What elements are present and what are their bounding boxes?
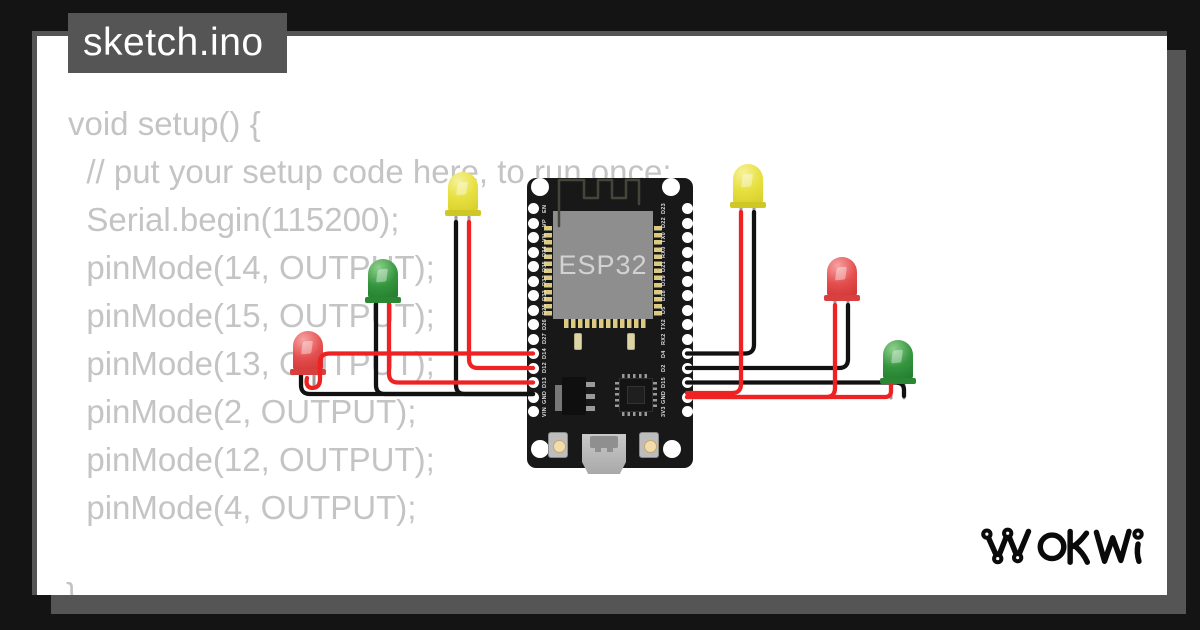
pin-hole-right-d23 (681, 203, 693, 214)
mount-hole (531, 440, 549, 458)
led-red-right (824, 257, 860, 301)
pin-hole-left-d14 (527, 348, 539, 359)
pin-label: VIN (542, 406, 548, 417)
pin-hole-right-gnd (681, 391, 693, 403)
wokwi-logo (981, 527, 1144, 565)
pin-hole-left-d34 (527, 246, 539, 258)
pin-hole-right-tx2 (681, 319, 693, 330)
micro-usb-pin (595, 448, 601, 452)
pin-hole-left-d27 (527, 333, 539, 345)
regulator-leg (586, 394, 595, 399)
pin-hole-right-d15 (681, 377, 693, 388)
code-line: pinMode(4, OUTPUT); (68, 489, 417, 526)
logo-letter-k (1067, 528, 1091, 565)
pin-hole-right-d2 (681, 362, 693, 374)
pin-hole-left-d26 (527, 319, 539, 330)
pin-hole-left-vin (527, 406, 539, 417)
code-line: pinMode(2, OUTPUT); (68, 393, 417, 430)
code-line-clipped: } (66, 578, 126, 595)
esp32-module-label: ESP32 (558, 249, 648, 280)
voltage-regulator (562, 377, 586, 415)
pin-hole-right-d21 (681, 261, 693, 272)
module-pins-left (544, 226, 552, 318)
pin-label: 3V3 (661, 406, 667, 417)
logo-node (1002, 527, 1014, 539)
usb-uart-chip-die (627, 386, 645, 404)
pin-hole-right-d4 (681, 348, 693, 359)
sketch-title-tab: sketch.ino (68, 13, 287, 73)
regulator-leg (586, 406, 595, 411)
code-line: Serial.begin(115200); (68, 201, 400, 238)
pin-hole-left-d33 (527, 290, 539, 301)
mount-hole (662, 178, 680, 196)
capacitor (574, 333, 582, 350)
pin-hole-left-d32 (527, 275, 539, 287)
mount-hole (531, 178, 549, 196)
code-line: void setup() { (68, 105, 261, 142)
logo-node (1132, 528, 1144, 540)
pin-hole-right-tx0 (681, 232, 693, 243)
logo-text: WOKWI (0, 0, 1, 1)
logo-letter-w2 (1093, 528, 1132, 565)
en-button (548, 432, 568, 458)
voltage-regulator-tab (555, 385, 563, 411)
logo-node (1011, 552, 1024, 564)
pin-hole-right-d19 (681, 275, 693, 287)
sketch-title: sketch.ino (83, 21, 264, 64)
pin-hole-left-gnd (527, 391, 539, 403)
pin-hole-right-d18 (681, 290, 693, 301)
logo-node (981, 528, 993, 540)
led-yellow-left (445, 172, 481, 216)
module-pins-right (654, 226, 662, 318)
ic-pins (622, 374, 650, 378)
pin-hole-left-vn (527, 232, 539, 243)
capacitor (627, 333, 635, 350)
mount-hole (663, 440, 681, 458)
esp32-module: ESP32 (553, 211, 653, 319)
pin-hole-left-vp (527, 217, 539, 229)
led-green-right (880, 340, 916, 384)
pin-hole-right-rx2 (681, 333, 693, 345)
pin-hole-right-3v3 (681, 406, 693, 417)
ic-pins (653, 382, 657, 408)
pin-hole-left-d13 (527, 377, 539, 388)
micro-usb-pin (607, 448, 613, 452)
ic-pins (622, 412, 650, 416)
boot-button (639, 432, 659, 458)
pin-hole-left-d35 (527, 261, 539, 272)
pin-hole-right-d5 (681, 304, 693, 316)
regulator-leg (586, 382, 595, 387)
logo-letter-i (1134, 541, 1142, 565)
pin-hole-right-d22 (681, 217, 693, 229)
logo-letter-o (1037, 532, 1067, 562)
micro-usb-opening (590, 436, 618, 448)
led-red-left (290, 331, 326, 375)
pin-hole-left-d25 (527, 304, 539, 316)
code-line: pinMode(14, OUTPUT); (68, 249, 435, 286)
ic-pins (615, 382, 619, 408)
code-line: pinMode(12, OUTPUT); (68, 441, 435, 478)
pin-hole-left-en (527, 203, 539, 214)
pin-hole-left-d12 (527, 362, 539, 374)
led-green-left (365, 259, 401, 303)
logo-node (992, 552, 1004, 565)
pin-hole-right-rx0 (681, 246, 693, 258)
module-pins-bottom (564, 319, 648, 328)
led-yellow-right (730, 164, 766, 208)
